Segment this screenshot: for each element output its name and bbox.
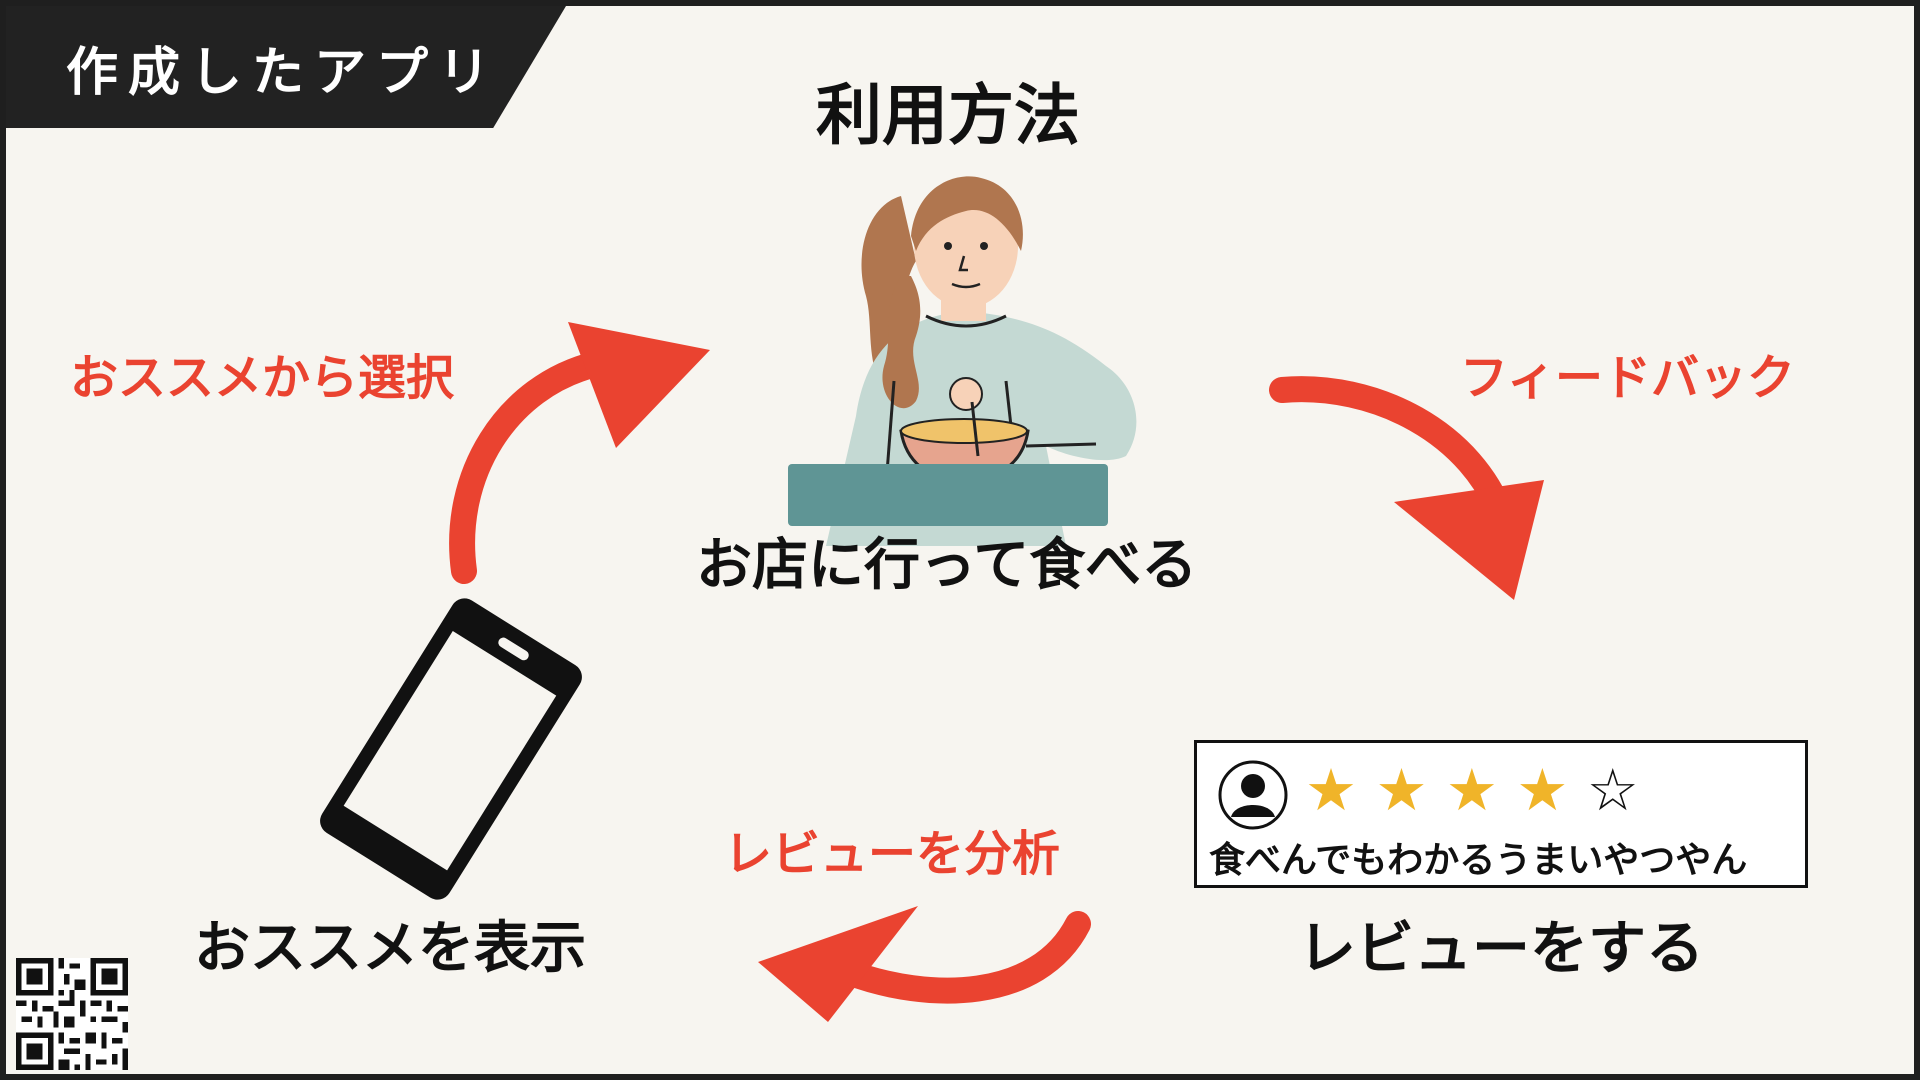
- arrow-select-label: おススメから選択: [70, 350, 455, 406]
- star-icon: ★: [1305, 756, 1357, 824]
- corner-label-text: 作成したアプリ: [66, 43, 501, 103]
- corner-label: 作成したアプリ: [6, 6, 566, 128]
- arrow-feedback-label: フィードバック: [1460, 350, 1796, 406]
- review-text: 食べんでもわかるうまいやつやん: [1209, 840, 1748, 881]
- woman-eating-illustration: [788, 176, 1137, 546]
- star-rating: ★ ★ ★ ★ ☆: [1305, 759, 1639, 821]
- smartphone-icon: [320, 598, 582, 900]
- slide: 作成したアプリ 利用方法 お店に行って食べる: [6, 6, 1914, 1074]
- star-icon: ★: [1375, 756, 1428, 824]
- step-show-label: おススメを表示: [194, 916, 586, 981]
- arrow-feedback: [1269, 376, 1544, 600]
- arrow-select: [449, 322, 710, 584]
- qr-code: [16, 958, 128, 1070]
- page-title: 利用方法: [816, 77, 1080, 154]
- step-review-label: レビューをする: [1298, 914, 1705, 982]
- review-card: ★ ★ ★ ★ ☆ 食べんでもわかるうまいやつやん: [1194, 740, 1808, 888]
- arrow-analyze-label: レビューを分析: [724, 826, 1061, 882]
- star-icon: ★: [1516, 756, 1569, 824]
- user-avatar-icon: [1218, 760, 1288, 830]
- star-icon: ★: [1445, 756, 1498, 824]
- star-empty-icon: ☆: [1586, 756, 1639, 824]
- arrow-analyze: [758, 906, 1091, 1022]
- step-eat-label: お店に行って食べる: [696, 533, 1198, 598]
